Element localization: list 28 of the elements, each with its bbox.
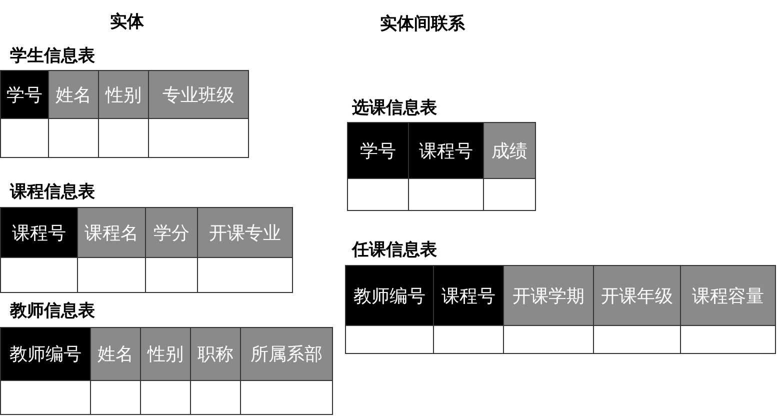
key-header-cell: 课程号 — [408, 122, 484, 179]
header-cell: 开课专业 — [197, 207, 293, 258]
header-cell: 姓名 — [90, 327, 141, 381]
key-header-cell: 学号 — [347, 122, 409, 179]
table-title: 任课信息表 — [352, 239, 437, 261]
section-heading: 实体间联系 — [380, 13, 465, 35]
key-header-cell: 课程号 — [0, 207, 78, 258]
table-title: 教师信息表 — [10, 300, 95, 322]
table-title: 学生信息表 — [10, 45, 95, 67]
header-cell: 所属系部 — [240, 327, 333, 381]
header-cell: 专业班级 — [148, 70, 249, 119]
table-title: 选课信息表 — [352, 97, 437, 119]
key-header-cell: 学号 — [0, 70, 49, 119]
header-cell: 课程容量 — [680, 265, 776, 326]
header-cell: 成绩 — [483, 122, 536, 179]
header-cell: 开课学期 — [503, 265, 594, 326]
key-header-cell: 课程号 — [433, 265, 504, 326]
header-cell: 性别 — [140, 327, 191, 381]
section-heading: 实体 — [110, 11, 144, 33]
key-header-cell: 教师编号 — [345, 265, 434, 326]
header-cell: 开课年级 — [593, 265, 681, 326]
key-header-cell: 教师编号 — [0, 327, 91, 381]
table-title: 课程信息表 — [10, 181, 95, 203]
header-cell: 职称 — [190, 327, 241, 381]
header-cell: 性别 — [98, 70, 149, 119]
header-cell: 姓名 — [48, 70, 99, 119]
header-cell: 课程名 — [77, 207, 146, 258]
header-cell: 学分 — [145, 207, 198, 258]
